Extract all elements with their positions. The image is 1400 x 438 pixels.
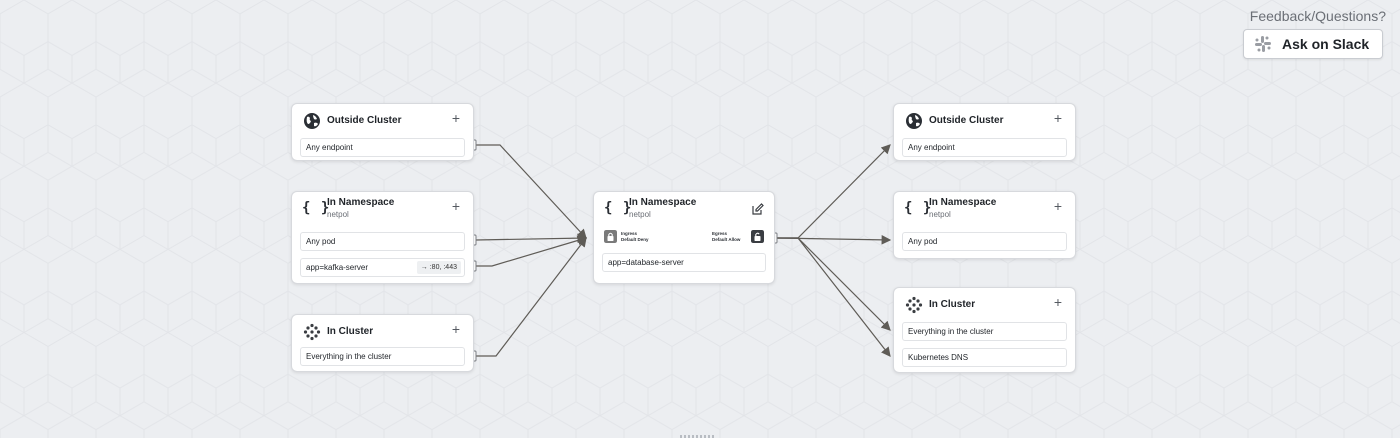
ports-badge: → :80, :443 (416, 261, 461, 274)
scroll-indicator (680, 435, 716, 438)
row-label: app=kafka-server (306, 263, 369, 272)
egress-label: Egress (712, 231, 728, 236)
egress-in-namespace-card: { } In Namespace netpol + Any pod (893, 191, 1076, 259)
card-title: In Cluster (929, 299, 976, 310)
card-title: In Namespace (929, 197, 997, 208)
card-title: In Namespace (327, 197, 395, 208)
cluster-icon (905, 296, 923, 314)
ingress-label: Ingress (621, 231, 638, 236)
row-kubernetes-dns[interactable]: Kubernetes DNS (902, 348, 1067, 367)
card-subtitle: netpol (929, 210, 951, 219)
card-title: In Namespace (629, 197, 697, 208)
add-button[interactable]: + (1053, 294, 1062, 310)
add-button[interactable]: + (451, 321, 460, 337)
add-button[interactable]: + (451, 198, 460, 214)
braces-icon: { } (904, 200, 933, 216)
card-subtitle: netpol (327, 210, 349, 219)
add-button[interactable]: + (451, 110, 460, 126)
add-button[interactable]: + (1053, 110, 1062, 126)
slack-icon (1255, 36, 1271, 52)
ingress-in-namespace-card: { } In Namespace netpol + Any pod app=ka… (291, 191, 474, 284)
unlock-icon (751, 230, 764, 243)
row-any-endpoint[interactable]: Any endpoint (300, 138, 465, 157)
cluster-icon (303, 323, 321, 341)
ingress-default: Default Deny (621, 236, 649, 242)
egress-outside-cluster-card: Outside Cluster + Any endpoint (893, 103, 1076, 161)
egress-in-cluster-card: In Cluster + Everything in the cluster K… (893, 287, 1076, 373)
card-subtitle: netpol (629, 210, 651, 219)
ask-on-slack-label: Ask on Slack (1282, 36, 1370, 52)
ingress-in-cluster-card: In Cluster + Everything in the cluster (291, 314, 474, 372)
egress-default: Default Allow (712, 236, 741, 242)
row-any-endpoint[interactable]: Any endpoint (902, 138, 1067, 157)
policy-target-card: { } In Namespace netpol Ingress Default … (593, 191, 775, 284)
row-everything-in-cluster[interactable]: Everything in the cluster (902, 322, 1067, 341)
ingress-outside-cluster-card: Outside Cluster + Any endpoint (291, 103, 474, 161)
braces-icon: { } (604, 200, 633, 216)
globe-icon (906, 113, 922, 129)
edit-icon[interactable] (752, 203, 764, 215)
card-title: In Cluster (327, 326, 374, 337)
lock-icon (604, 230, 617, 243)
globe-icon (304, 113, 320, 129)
row-any-pod[interactable]: Any pod (902, 232, 1067, 251)
feedback-label: Feedback/Questions? (1249, 8, 1386, 24)
card-title: Outside Cluster (327, 115, 402, 126)
braces-icon: { } (302, 200, 331, 216)
ask-on-slack-button[interactable]: Ask on Slack (1243, 29, 1383, 59)
row-kafka-server[interactable]: app=kafka-server → :80, :443 (300, 258, 465, 277)
row-database-server[interactable]: app=database-server (602, 253, 766, 272)
row-any-pod[interactable]: Any pod (300, 232, 465, 251)
add-button[interactable]: + (1053, 198, 1062, 214)
card-title: Outside Cluster (929, 115, 1004, 126)
row-everything-in-cluster[interactable]: Everything in the cluster (300, 347, 465, 366)
